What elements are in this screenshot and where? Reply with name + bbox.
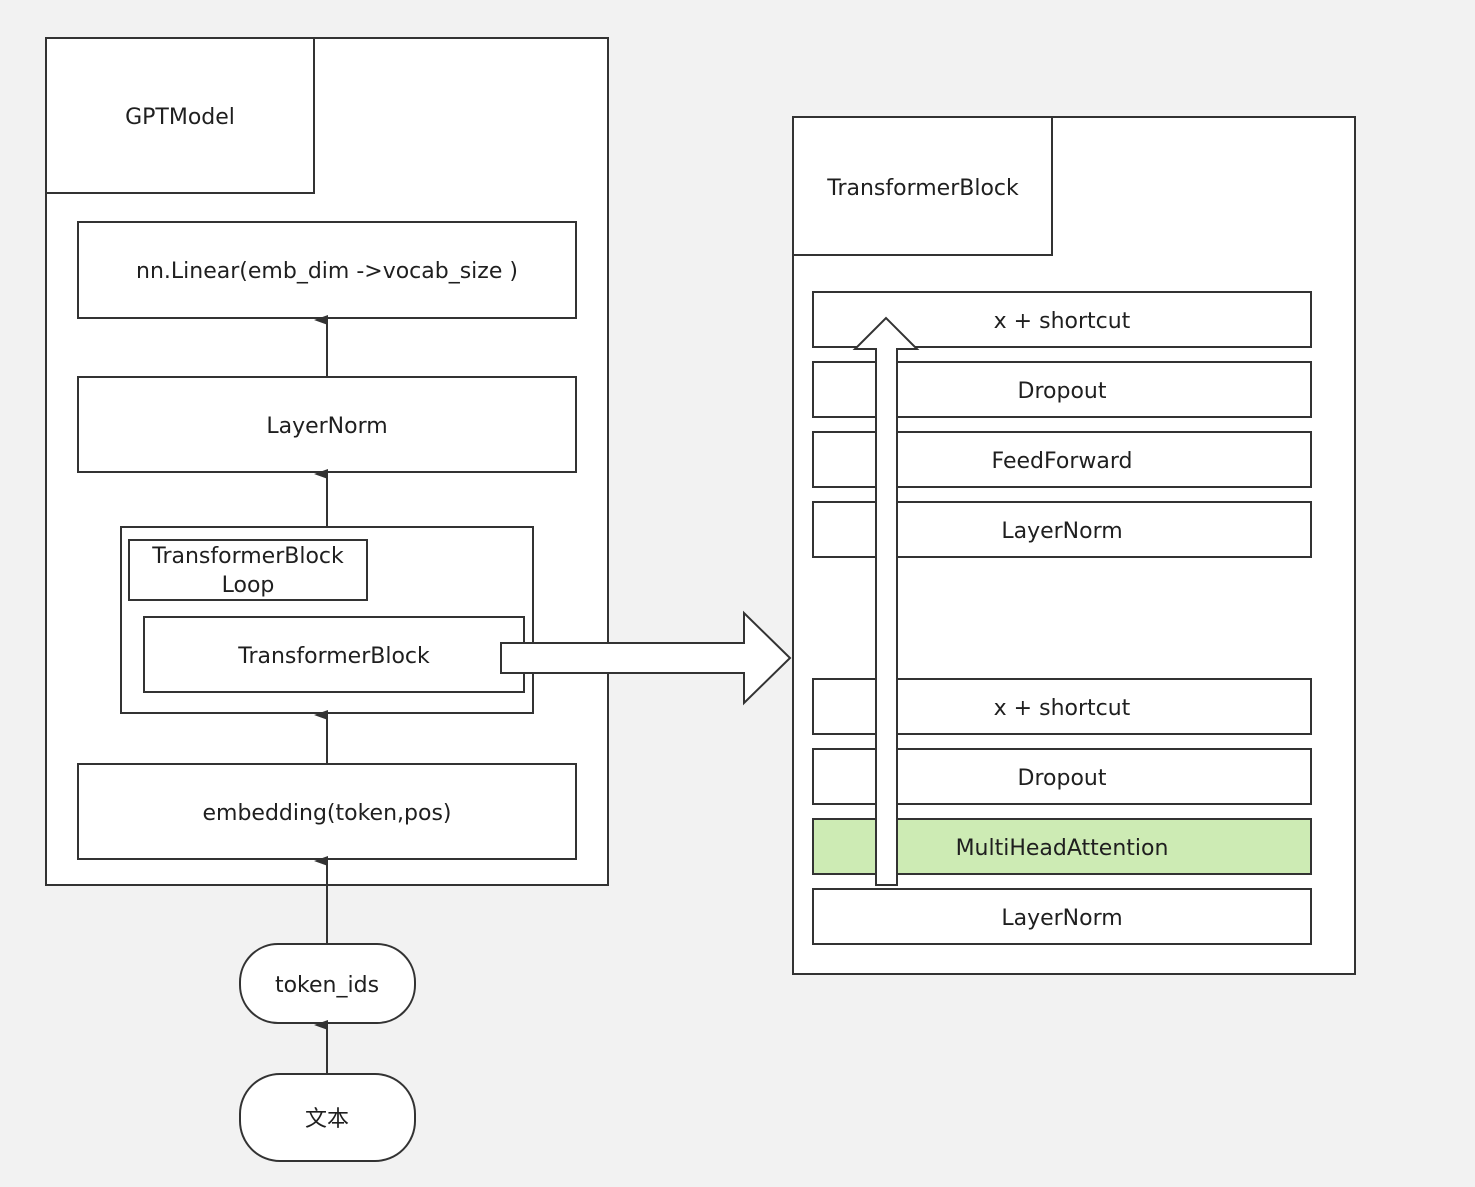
inner-transformer-block-box [143, 616, 525, 693]
final-layernorm-box: LayerNorm [77, 376, 577, 473]
layer-label: Dropout [1018, 379, 1107, 404]
transformer-block-detail: TransformerBlock x + shortcut Dropout Fe… [792, 116, 1356, 975]
layer-label: Dropout [1018, 766, 1107, 791]
linear-layer-label: nn.Linear(emb_dim ->vocab_size ) [136, 259, 518, 284]
layer-label: MultiHeadAttention [956, 836, 1169, 861]
embedding-label: embedding(token,pos) [203, 801, 452, 826]
gpt-model-title-box [45, 37, 315, 194]
transformer-loop-title-line2: Loop [222, 573, 275, 598]
final-layernorm-label: LayerNorm [266, 414, 387, 439]
inner-transformer-block-label: TransformerBlock [237, 644, 430, 669]
token-ids-label: token_ids [275, 973, 379, 998]
layer-label: LayerNorm [1001, 519, 1122, 544]
text-input-label: 文本 [305, 1107, 349, 1132]
layer-layernorm-bottom: LayerNorm [812, 888, 1312, 945]
transformer-loop-title-box [128, 539, 368, 601]
residual-up-arrow [852, 316, 920, 886]
transformer-block-title: TransformerBlock [826, 176, 1019, 201]
layer-label: x + shortcut [994, 309, 1131, 334]
layer-label: LayerNorm [1001, 906, 1122, 931]
expand-block-arrow [500, 610, 792, 706]
transformer-block-title-box [792, 116, 1053, 256]
layer-label: x + shortcut [994, 696, 1131, 721]
token-ids-node: token_ids [239, 943, 416, 1024]
gpt-model-title: GPTModel [125, 105, 235, 130]
layer-label: FeedForward [992, 449, 1133, 474]
transformer-loop-title-line1: TransformerBlock [151, 544, 344, 569]
linear-layer-box: nn.Linear(emb_dim ->vocab_size ) [77, 221, 577, 319]
transformer-loop-box: TransformerBlock Loop TransformerBlock [120, 526, 534, 714]
text-input-node: 文本 [239, 1073, 416, 1162]
embedding-box: embedding(token,pos) [77, 763, 577, 860]
